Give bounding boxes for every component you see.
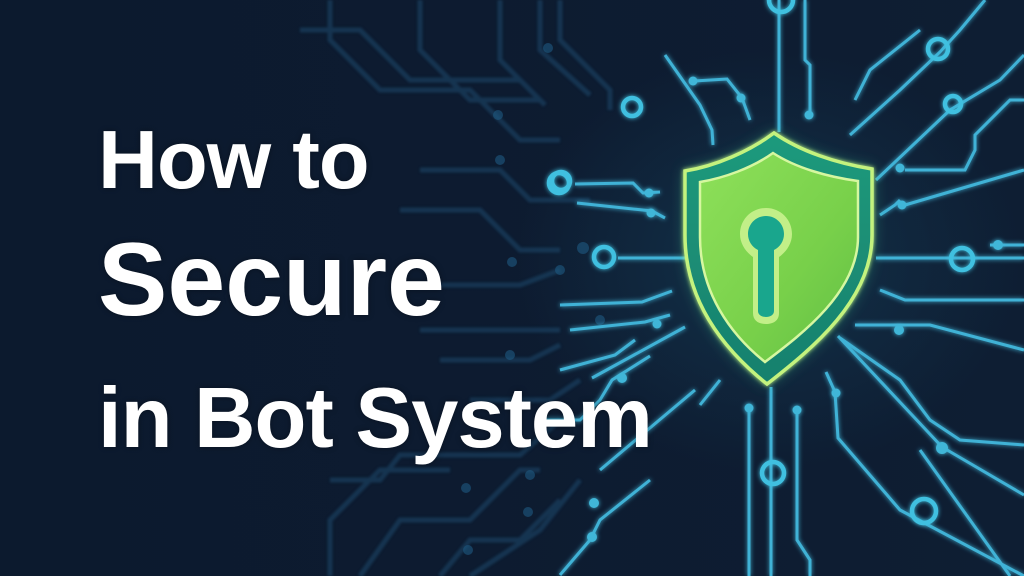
node-dots: [587, 76, 1003, 542]
dim-nodes: [461, 43, 605, 555]
headline-line-1: How to: [98, 113, 370, 206]
node-rings: [546, 0, 976, 526]
headline-line-2: Secure: [98, 222, 445, 338]
dim-traces: [300, 0, 613, 576]
headline-line-3: in Bot System: [98, 371, 653, 466]
bright-traces: [540, 0, 1024, 576]
